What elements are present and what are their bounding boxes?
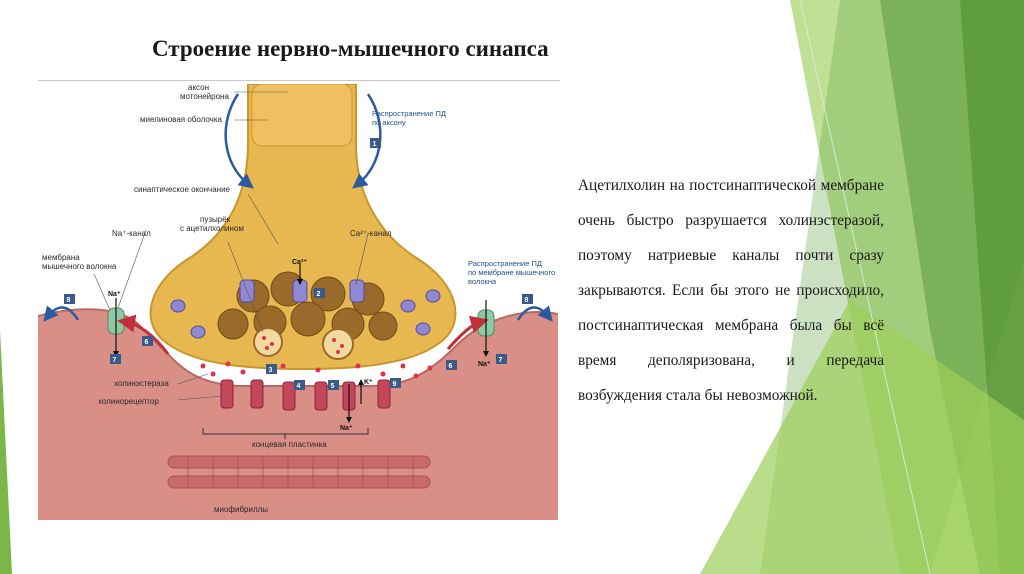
label-vesicle-1: пузырёк	[200, 215, 231, 224]
label-myofibrils: миофибриллы	[214, 505, 268, 514]
step-1: 1	[373, 141, 377, 148]
step-2: 2	[317, 291, 321, 298]
muscle-fiber	[38, 309, 558, 520]
acetylcholine-dots	[200, 361, 433, 379]
label-cholinoreceptor: холинорецептор	[98, 397, 159, 406]
ion-k: K⁺	[364, 379, 373, 386]
ion-na-bottom: Na⁺	[340, 425, 353, 432]
step-8-right: 8	[525, 297, 529, 304]
ion-na-left: Na⁺	[108, 291, 121, 298]
label-motoneuron: мотонейрона	[180, 92, 229, 101]
label-ca-channel: Ca²⁺-канал	[350, 229, 392, 238]
label-ap-axon-1: Распространение ПД	[372, 109, 446, 118]
synapse-diagram: 1 2 3 4 5 6 7 8 9 6 7 8 Ca²⁺ Na⁺ Na⁺ Na⁺…	[38, 84, 558, 520]
label-ap-membrane-2: по мембране мышечного	[468, 268, 555, 277]
step-7-left: 7	[113, 357, 117, 364]
step-3: 3	[269, 367, 273, 374]
ion-na-right: Na⁺	[478, 361, 491, 368]
label-muscle-membrane-2: мышечного волокна	[42, 262, 117, 271]
ca-channels	[170, 279, 441, 339]
myofibrils	[167, 455, 431, 489]
label-cholinesterase: холинэстераза	[114, 379, 169, 388]
myelin-sheath	[251, 84, 353, 147]
step-badges	[64, 138, 533, 390]
step-4: 4	[297, 383, 301, 390]
ion-ca: Ca²⁺	[292, 259, 307, 266]
step-5: 5	[331, 383, 335, 390]
step-6-right: 6	[449, 363, 453, 370]
title-underline	[38, 80, 560, 81]
step-9: 9	[393, 381, 397, 388]
step-7-right: 7	[499, 357, 503, 364]
label-axon: аксон	[188, 84, 209, 92]
label-ap-membrane-1: Распространение ПД	[468, 259, 542, 268]
step-6-left: 6	[145, 339, 149, 346]
slide-body-text: Ацетилхолин на постсинаптической мембран…	[578, 177, 884, 404]
label-synaptic-terminal: синаптическое окончание	[134, 185, 231, 194]
cholinoreceptors	[220, 379, 391, 411]
label-vesicle-2: с ацетилхолином	[180, 224, 244, 233]
label-end-plate: концевая пластинка	[252, 440, 327, 449]
step-8-left: 8	[67, 297, 71, 304]
label-muscle-membrane-1: мембрана	[42, 253, 80, 262]
label-ap-axon-2: по аксону	[372, 118, 406, 127]
slide-title: Строение нервно-мышечного синапса	[152, 36, 549, 61]
label-ap-membrane-3: волокна	[468, 277, 497, 286]
label-myelin: миелиновая оболочка	[140, 115, 223, 124]
label-na-channel: Na⁺-канал	[112, 229, 151, 238]
